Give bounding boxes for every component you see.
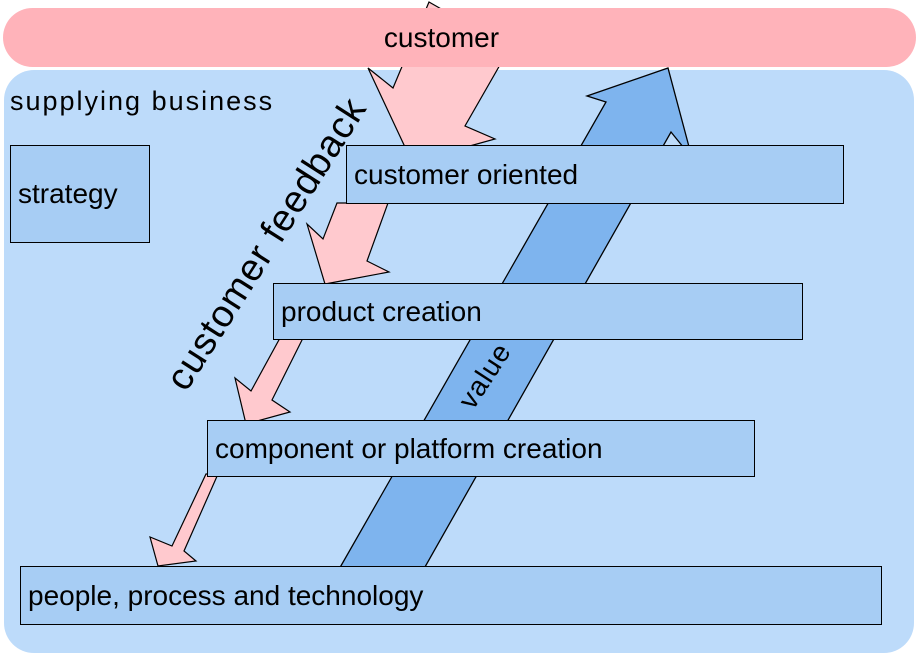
box-strategy: strategy	[10, 145, 150, 243]
supplying-business-label: supplying business	[10, 86, 275, 116]
customer-band: customer	[3, 8, 916, 67]
box-component-platform-creation: component or platform creation	[207, 420, 755, 477]
customer-band-label: customer	[383, 21, 500, 53]
box-customer-oriented: customer oriented	[346, 145, 844, 204]
box-product-creation: product creation	[273, 283, 803, 340]
box-people-process-technology: people, process and technology	[20, 566, 882, 625]
